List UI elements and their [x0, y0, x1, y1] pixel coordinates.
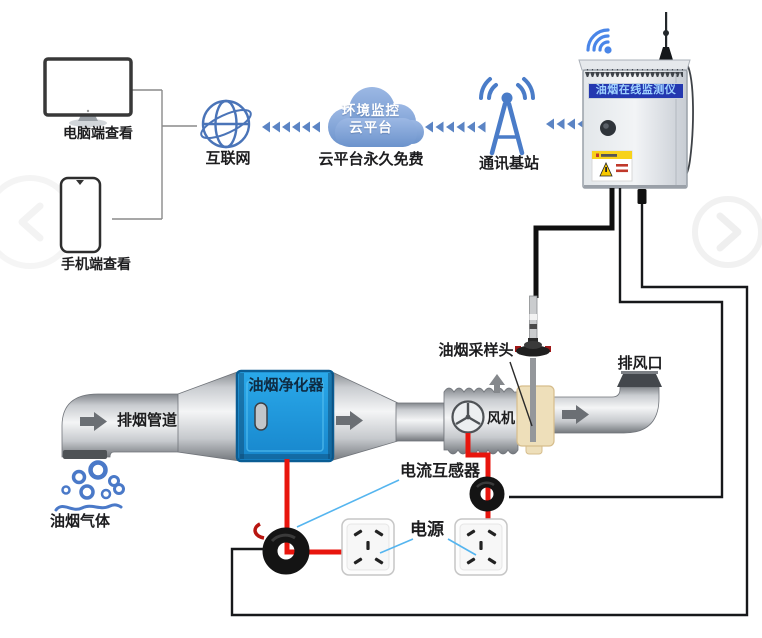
- purifier-handle: [254, 402, 268, 431]
- cloud-platform-line2: 云平台: [349, 120, 393, 135]
- base-station-label: 通讯基站: [478, 155, 539, 172]
- sampling-pointer-line: [509, 361, 533, 427]
- up-arrow-icon: [489, 374, 505, 393]
- exhaust-outlet-cap: [617, 371, 662, 387]
- sampling-probe: [515, 188, 615, 455]
- antenna-tower-icon: [479, 77, 535, 156]
- ct-signal-cable-left: [230, 204, 749, 617]
- bubbles-icon: [54, 460, 125, 512]
- cloud-platform-line1: 环境监控: [342, 103, 400, 118]
- globe-icon: [200, 99, 252, 149]
- exhaust-outlet-label: 排风口: [617, 355, 663, 372]
- internet-label: 互联网: [205, 150, 251, 167]
- device-knob: [600, 120, 616, 136]
- current-transformer-right-icon: [469, 476, 505, 512]
- viewer-link-lines: [112, 89, 197, 220]
- cloud-icon: [328, 87, 424, 147]
- ct-signal-cable-right: [509, 188, 724, 499]
- power-label: 电源: [410, 520, 444, 539]
- warning-sticker-icon: [591, 150, 633, 182]
- power-cable-fan: [465, 433, 491, 522]
- exhaust-pipe-label: 排烟管道: [116, 412, 177, 429]
- computer-label: 电脑端查看: [63, 125, 133, 141]
- phone-label: 手机端查看: [61, 256, 131, 272]
- outlet-left-icon: [341, 518, 395, 576]
- current-transformer-label: 电流互感器: [399, 463, 480, 480]
- fan-icon: [451, 400, 485, 434]
- purifier-icon: [235, 369, 335, 463]
- device-banner-label: 油烟在线监测仪: [588, 83, 684, 99]
- power-cable-purifier: [284, 459, 344, 555]
- sampling-cable: [533, 188, 615, 298]
- label-pointer-lines: [296, 479, 477, 556]
- outlet-right-icon: [454, 518, 508, 576]
- desktop-monitor-icon: [43, 57, 133, 127]
- plug-icon: [637, 189, 647, 204]
- sampling-head-label: 油烟采样头: [438, 342, 514, 359]
- fan-label: 风机: [487, 410, 515, 426]
- signal-cables: [230, 188, 749, 617]
- cloud-caption: 云平台永久免费: [318, 151, 424, 168]
- watermark-next-icon: [692, 196, 762, 268]
- wifi-icon: [586, 28, 612, 54]
- fume-gas-label: 油烟气体: [49, 513, 110, 530]
- flow-arrows: [80, 374, 589, 431]
- purifier-label: 油烟净化器: [248, 377, 324, 394]
- smartphone-icon: [59, 176, 102, 254]
- power-cables: [284, 433, 491, 555]
- monitoring-cabinet-icon: [578, 12, 694, 189]
- current-transformer-left-icon: [253, 522, 310, 575]
